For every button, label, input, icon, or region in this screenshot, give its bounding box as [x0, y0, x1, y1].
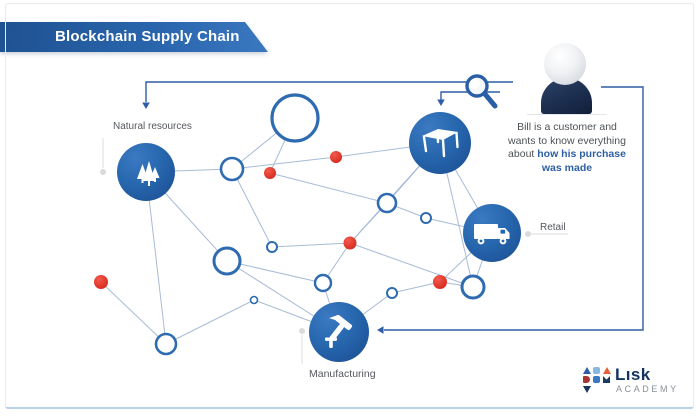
caption-line3-plain: about [508, 148, 538, 160]
title-banner: Blockchain Supply Chain [0, 22, 268, 52]
logo-shape-triangle-down [583, 386, 591, 393]
logo-subtitle: ACADEMY [616, 384, 679, 394]
magnifier-icon [465, 74, 498, 109]
label-manufacturing: Manufacturing [309, 368, 376, 380]
logo-shape-square-blue [593, 376, 600, 383]
lisk-academy-logo: Lısk ACADEMY [583, 365, 693, 405]
table-icon [422, 129, 459, 158]
label-leader-lines [102, 138, 568, 364]
logo-shape-m-navy [603, 376, 610, 383]
trees-icon [137, 161, 160, 186]
logo-wordmark: Lısk [615, 365, 651, 384]
hammer-icon [325, 314, 353, 348]
logo-shape-triangle-blue [583, 367, 591, 374]
node-product [409, 112, 471, 174]
person-head [544, 43, 586, 85]
caption-line3-bold: how his purchase [537, 148, 626, 160]
node-retail [463, 204, 521, 262]
truck-icon [474, 224, 510, 245]
caption-line1: Bill is a customer and [517, 121, 617, 133]
person-baseline [527, 114, 607, 115]
logo-shape-square-lightblue [593, 367, 600, 374]
node-natural-resources [117, 143, 175, 201]
small-nodes [94, 93, 531, 356]
logo-shape-red [583, 376, 590, 383]
caption-line2: wants to know everything [508, 134, 626, 147]
logo-mark [583, 367, 611, 397]
caption-line4-bold: was made [541, 161, 593, 174]
label-natural-resources: Natural resources [113, 121, 192, 132]
customer-caption: Bill is a customer and wants to know eve… [505, 121, 629, 175]
logo-shape-triangle-orange [603, 367, 611, 374]
node-manufacturing [309, 302, 369, 362]
page-title: Blockchain Supply Chain [0, 22, 268, 52]
flow-arrows [142, 81, 644, 334]
label-retail: Retail [540, 222, 566, 233]
